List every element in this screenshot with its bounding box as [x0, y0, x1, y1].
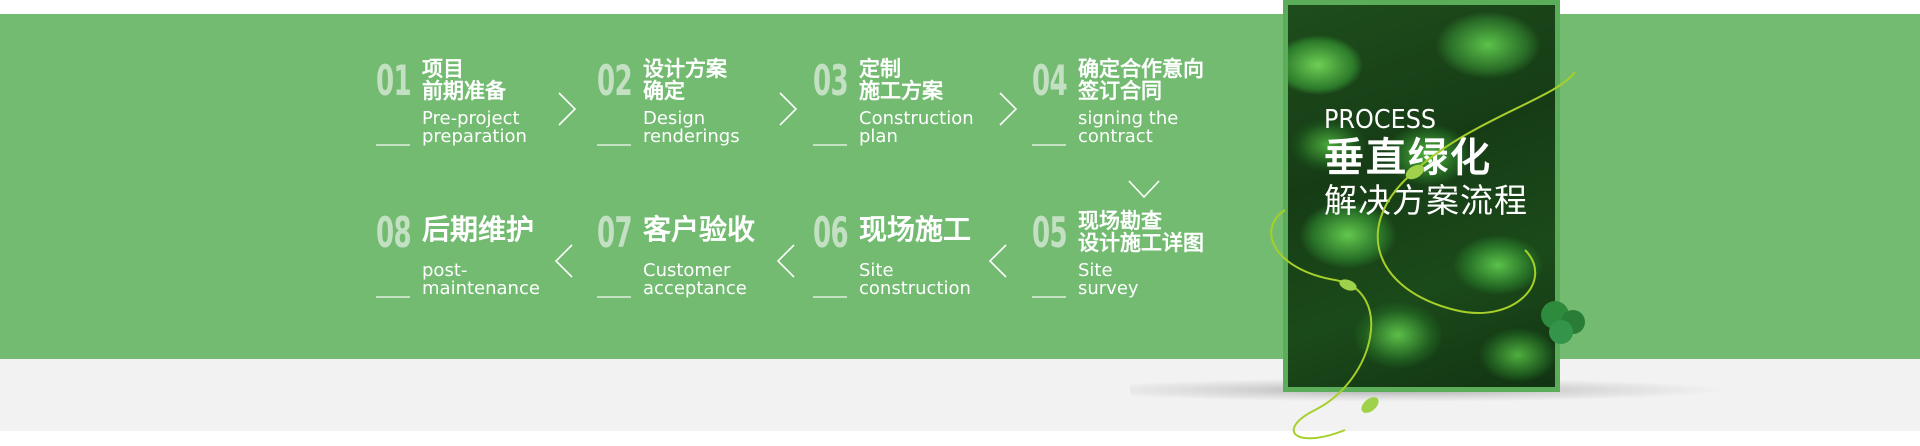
step-number: 08 — [376, 208, 412, 257]
process-step-03: 03 定制 施工方案 Construction plan — [813, 56, 1033, 166]
process-step-05: 05 现场勘查 设计施工详图 Site survey — [1032, 208, 1272, 318]
chevron-left-icon — [988, 244, 1008, 278]
step-number: 04 — [1032, 56, 1068, 105]
step-title-en: Site construction — [859, 260, 971, 299]
step-title-zh: 确定合作意向 签订合同 — [1078, 57, 1204, 103]
process-step-08: 08 后期维护 post- maintenance — [376, 208, 596, 318]
step-number: 02 — [597, 56, 633, 105]
chevron-right-icon — [557, 92, 577, 126]
step-title-en: Construction plan — [859, 108, 974, 147]
step-title-en: Customer acceptance — [643, 260, 747, 299]
process-step-07: 07 客户验收 Customer acceptance — [597, 208, 817, 318]
step-underline — [813, 144, 847, 146]
step-underline — [597, 144, 631, 146]
step-title-en: Site survey — [1078, 260, 1139, 299]
process-step-01: 01 项目 前期准备 Pre-project preparation — [376, 56, 596, 166]
step-underline — [597, 296, 631, 298]
step-number: 06 — [813, 208, 849, 257]
step-title-zh: 定制 施工方案 — [859, 57, 943, 103]
step-title-en: signing the contract — [1078, 108, 1179, 147]
process-step-04: 04 确定合作意向 签订合同 signing the contract — [1032, 56, 1272, 166]
step-title-zh: 后期维护 — [422, 213, 535, 246]
step-title-zh: 项目 前期准备 — [422, 57, 506, 103]
step-title-zh: 现场施工 — [859, 213, 972, 246]
step-title-zh: 现场勘查 设计施工详图 — [1078, 209, 1204, 255]
process-step-02: 02 设计方案 确定 Design renderings — [597, 56, 817, 166]
step-number: 05 — [1032, 208, 1068, 257]
step-number: 07 — [597, 208, 633, 257]
step-title-en: Design renderings — [643, 108, 740, 147]
step-title-en: Pre-project preparation — [422, 108, 527, 147]
chevron-left-icon — [776, 244, 796, 278]
panel-heading: PROCESS 垂直绿化 解决方案流程 — [1324, 105, 1528, 221]
step-number: 03 — [813, 56, 849, 105]
green-leaves-photo: PROCESS 垂直绿化 解决方案流程 — [1288, 5, 1555, 387]
panel-chinese-title: 垂直绿化 — [1324, 135, 1492, 181]
step-number: 01 — [376, 56, 412, 105]
step-underline — [376, 296, 410, 298]
green-band-background — [0, 14, 1920, 359]
step-title-zh: 设计方案 确定 — [643, 57, 727, 103]
step-underline — [813, 296, 847, 298]
step-title-zh: 客户验收 — [643, 213, 756, 246]
process-step-06: 06 现场施工 Site construction — [813, 208, 1033, 318]
feature-image-panel: PROCESS 垂直绿化 解决方案流程 — [1283, 0, 1560, 392]
panel-chinese-subtitle: 解决方案流程 — [1324, 181, 1528, 220]
step-underline — [1032, 296, 1066, 298]
chevron-left-icon — [554, 244, 574, 278]
chevron-right-icon — [998, 92, 1018, 126]
panel-english-title: PROCESS — [1324, 105, 1437, 135]
step-underline — [1032, 144, 1066, 146]
gray-band-background — [0, 359, 1920, 431]
chevron-right-icon — [778, 92, 798, 126]
chevron-down-icon — [1128, 179, 1160, 199]
step-title-en: post- maintenance — [422, 260, 540, 299]
step-underline — [376, 144, 410, 146]
